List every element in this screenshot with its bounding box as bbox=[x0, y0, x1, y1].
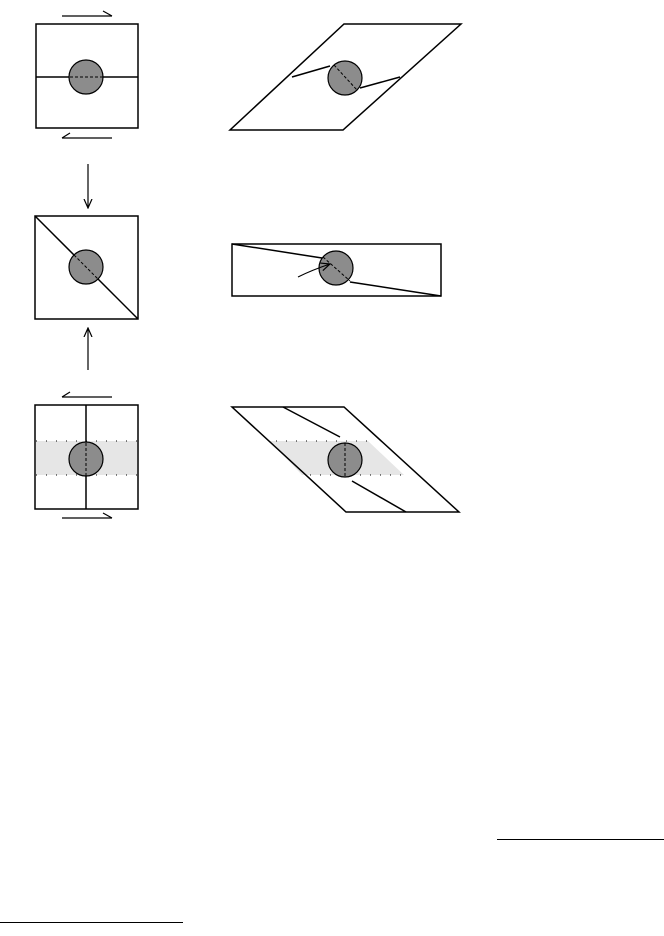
panel-pure-shear-initial bbox=[35, 216, 138, 319]
footnote-rule-left bbox=[0, 922, 183, 923]
panel-dextral-shear-deformed bbox=[230, 24, 461, 130]
footnote-rule-right bbox=[497, 839, 664, 840]
panel-pure-shear-deformed bbox=[232, 244, 441, 296]
panel-dextral-shear-initial bbox=[36, 11, 138, 138]
foliation-line-left bbox=[232, 244, 322, 258]
shear-half-arrow-bottom-barb bbox=[62, 133, 70, 138]
shear-half-arrow-top-barb bbox=[103, 11, 112, 16]
shear-half-arrow-top-barb bbox=[62, 392, 70, 397]
panel-sinistral-shear-initial bbox=[35, 392, 138, 518]
panel-sinistral-shear-deformed bbox=[232, 407, 459, 512]
shear-half-arrow-bottom-barb bbox=[103, 513, 112, 518]
foliation-sigmoid-right bbox=[360, 77, 400, 88]
foliation-line-right bbox=[350, 282, 441, 296]
inclusion-circle bbox=[328, 61, 362, 95]
